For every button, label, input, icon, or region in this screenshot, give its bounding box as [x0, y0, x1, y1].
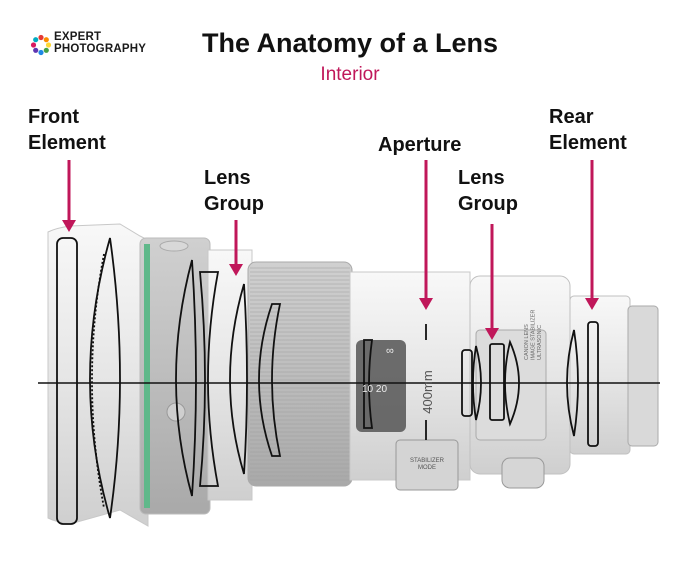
grip-texture — [250, 267, 350, 481]
lens-elements — [56, 237, 599, 525]
stabilizer-switch-panel — [475, 329, 547, 441]
label-rear-element: Rear Element — [549, 106, 627, 154]
front-element-arrowhead — [62, 220, 76, 232]
marking-line: IMAGE STABILIZER — [531, 310, 537, 360]
zoom-grip — [247, 261, 353, 487]
focus-ring — [139, 237, 211, 515]
label-lens-group-2: Lens Group — [458, 167, 518, 215]
infinity-mark: ∞ — [386, 345, 394, 357]
brand-name-line2: PHOTOGRAPHY — [54, 43, 147, 55]
marking-line: ULTRASONIC — [537, 325, 543, 360]
distance-scale: 10 20 — [362, 384, 387, 395]
rear-section — [569, 295, 631, 455]
logo-dot — [33, 47, 39, 53]
lens-group1-d — [258, 303, 282, 457]
front-group-lens-dotted — [91, 253, 105, 509]
lens-group1-c — [229, 283, 248, 475]
side-plate-text: CANON LENSIMAGE STABILIZERULTRASONIC — [524, 310, 543, 360]
logo-dot — [43, 37, 49, 43]
page-title: The Anatomy of a Lens — [201, 28, 499, 58]
brand-logo[interactable]: EXPERT PHOTOGRAPHY — [30, 30, 170, 60]
brand-name: EXPERT PHOTOGRAPHY — [54, 31, 146, 55]
front-group-lens-a — [89, 237, 121, 519]
focal-length-marking: 400mm — [420, 370, 435, 413]
logo-dot — [38, 49, 44, 56]
distance-window — [356, 340, 406, 432]
lens-mount-knob — [159, 240, 189, 252]
lens-mount — [627, 305, 659, 447]
rear-element-outline — [587, 321, 599, 447]
lens-group2-b — [472, 345, 482, 421]
lens-group2-arrowhead — [485, 328, 499, 340]
logo-dot — [45, 42, 52, 48]
label-aperture: Aperture — [378, 134, 462, 156]
page-subtitle: Interior — [320, 64, 380, 85]
front-element-outline — [56, 237, 78, 525]
label-lens-group-1: Lens Group — [204, 167, 264, 215]
logo-dot — [33, 37, 39, 43]
brand-logo-icon — [30, 34, 52, 56]
logo-dot — [30, 42, 37, 48]
label-front-element: Front Element — [28, 106, 106, 154]
marking-line: STABILIZER — [410, 458, 445, 464]
front-hood — [47, 223, 149, 527]
lens-group2-c — [489, 343, 505, 421]
lens-group1-arrowhead — [229, 264, 243, 276]
marking-line: MODE — [418, 465, 436, 471]
mid-element — [363, 339, 374, 429]
aperture-arrowhead — [419, 298, 433, 310]
lens-group2-a — [461, 349, 473, 417]
pointer-arrows — [62, 160, 599, 340]
lens-group1-a — [175, 259, 197, 497]
stabilizer-panel — [395, 439, 459, 491]
marking-line: CANON LENS — [524, 324, 530, 360]
tripod-knob — [501, 457, 545, 489]
lens-group1-b — [199, 271, 220, 487]
green-ring — [144, 244, 150, 508]
rear-element-arrowhead — [585, 298, 599, 310]
logo-dot — [43, 47, 49, 53]
brand-name-line1: EXPERT — [54, 31, 102, 43]
lens-group2-d — [504, 339, 520, 427]
logo-dot — [38, 34, 44, 41]
rear-group-lens — [566, 329, 579, 437]
